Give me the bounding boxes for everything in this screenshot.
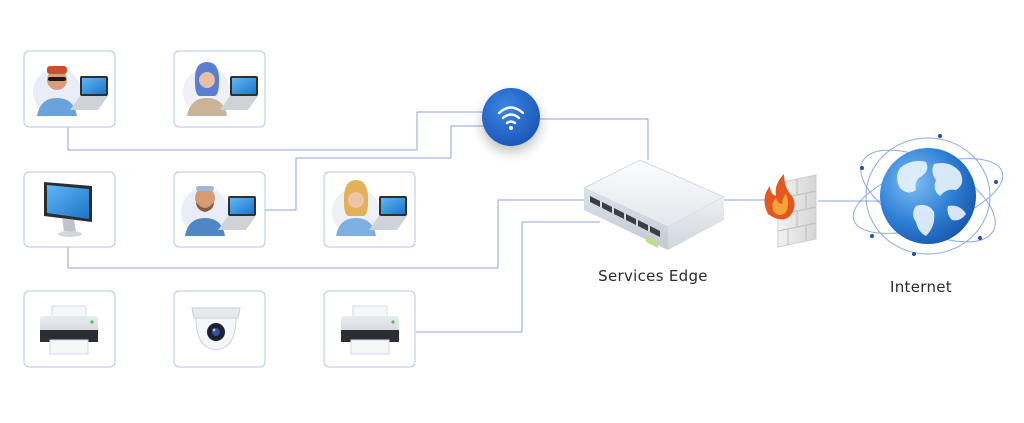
- device-card-user-4[interactable]: [323, 171, 416, 248]
- device-card-printer-1[interactable]: [23, 290, 116, 368]
- printer-icon: [341, 305, 399, 355]
- user-with-laptop-icon: [33, 66, 108, 116]
- desktop-monitor-icon: [44, 182, 92, 237]
- wifi-access-point[interactable]: [482, 88, 540, 146]
- dome-camera-icon: [191, 307, 241, 351]
- firewall[interactable]: [764, 174, 817, 248]
- line-user1-to-wifi: [67, 111, 482, 151]
- line-printer-to-switch: [416, 221, 600, 333]
- user-with-laptop-icon: [183, 62, 258, 116]
- services-edge-label: Services Edge: [598, 267, 708, 285]
- device-card-user-3[interactable]: [173, 171, 266, 248]
- wifi-icon: [497, 106, 525, 125]
- line-user3-to-wifi: [265, 125, 485, 211]
- device-card-user-2[interactable]: [173, 50, 266, 128]
- user-with-laptop-icon: [332, 180, 407, 236]
- device-card-user-1[interactable]: [23, 50, 116, 128]
- printer-icon: [40, 305, 98, 355]
- network-switch[interactable]: Services Edge: [582, 159, 726, 285]
- device-card-printer-2[interactable]: [323, 290, 416, 368]
- internet-label: Internet: [890, 278, 952, 296]
- globe-icon: [852, 134, 1004, 256]
- connector-lines: [67, 111, 880, 333]
- line-desktop-to-switch: [67, 199, 584, 269]
- internet[interactable]: Internet: [845, 131, 1012, 296]
- user-with-laptop-icon: [181, 186, 256, 236]
- line-wifi-to-switch: [540, 118, 649, 160]
- network-switch-icon: [582, 159, 726, 250]
- device-card-camera[interactable]: [173, 290, 266, 368]
- device-card-desktop[interactable]: [23, 171, 116, 248]
- firewall-icon: [764, 174, 817, 248]
